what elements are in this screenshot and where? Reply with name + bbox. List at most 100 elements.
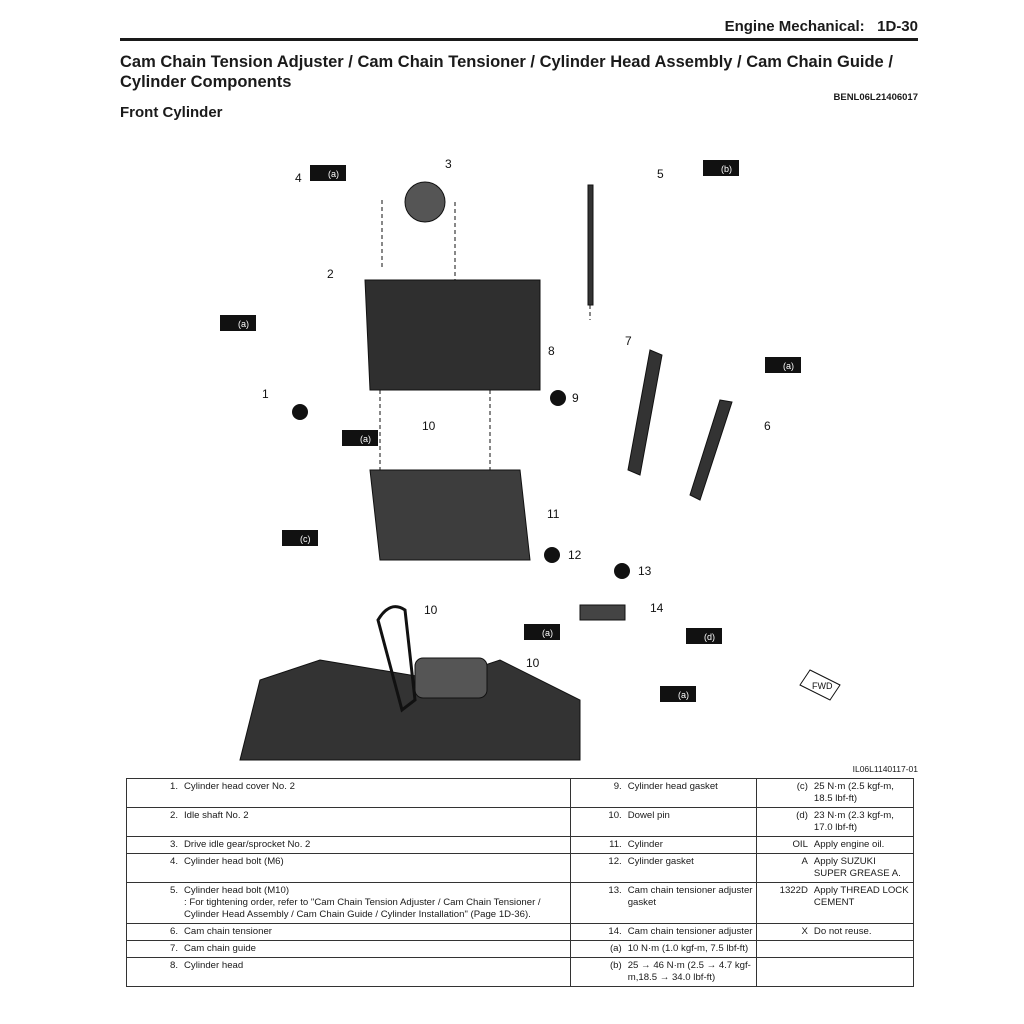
- legend-key: 6.: [126, 923, 181, 941]
- legend-key: A: [755, 853, 811, 883]
- fwd-label: FWD: [812, 681, 833, 691]
- page-number: 1D-30: [877, 18, 918, 35]
- legend-description: 10 N·m (1.0 kgf-m, 7.5 lbf-ft): [624, 940, 757, 958]
- legend-key: (c): [755, 778, 811, 808]
- legend-key: 8.: [126, 957, 181, 987]
- callout-5: 5: [657, 167, 664, 181]
- legend-key: 9.: [569, 778, 625, 808]
- legend-description: Drive idle gear/sprocket No. 2: [181, 836, 571, 854]
- callout-14: 14: [650, 601, 664, 615]
- torque-mark-6: (a): [783, 361, 794, 371]
- legend-key: [755, 957, 811, 987]
- header-rule: [120, 38, 918, 41]
- callout-8: 8: [548, 344, 555, 358]
- legend-description: 23 N·m (2.3 kgf-m, 17.0 lbf-ft): [810, 807, 914, 837]
- callout-13: 13: [638, 564, 652, 578]
- callout-6: 6: [764, 419, 771, 433]
- legend-key: 14.: [569, 923, 625, 941]
- cylinder-head-illustration: [364, 279, 541, 391]
- legend-key: 1322D: [755, 882, 811, 924]
- page-header: Engine Mechanical: 1D-30: [725, 18, 918, 35]
- legend-description: Cylinder gasket: [624, 853, 757, 883]
- callout-10-top: 10: [422, 419, 436, 433]
- callout-12: 12: [568, 548, 582, 562]
- legend-description: Dowel pin: [624, 807, 757, 837]
- legend-description: Cylinder head cover No. 2: [181, 778, 571, 808]
- crankcase-illustration: [239, 659, 581, 761]
- legend-row: 7.Cam chain guide(a)10 N·m (1.0 kgf-m, 7…: [126, 940, 914, 958]
- chain-tensioner-illustration: [689, 399, 733, 501]
- legend-key: 4.: [126, 853, 181, 883]
- legend-row: 4.Cylinder head bolt (M6)12.Cylinder gas…: [126, 853, 914, 883]
- piston-illustration: [414, 657, 488, 699]
- legend-key: 11.: [569, 836, 625, 854]
- legend-description: Cylinder head gasket: [624, 778, 757, 808]
- legend-description: Cam chain guide: [181, 940, 571, 958]
- callout-11: 11: [547, 507, 560, 521]
- chain-guide-illustration: [627, 349, 663, 476]
- exploded-view-diagram: 1 2 3 4 5 6 7 8 9 10 11 12 13 14 10 10 (…: [220, 157, 841, 761]
- doc-id: BENL06L21406017: [833, 92, 919, 103]
- callout-2: 2: [327, 267, 334, 281]
- torque-mark-a-bottom: (a): [678, 690, 689, 700]
- torque-mark-4: (a): [328, 169, 339, 179]
- callout-10-left: 10: [424, 603, 438, 617]
- legend-key: 1.: [126, 778, 181, 808]
- legend-key: (d): [755, 807, 811, 837]
- torque-mark-d: (d): [704, 632, 715, 642]
- legend-description: Cylinder: [624, 836, 757, 854]
- legend-description: [810, 957, 914, 987]
- callout-9: 9: [572, 391, 579, 405]
- legend-description: Cam chain tensioner adjuster gasket: [624, 882, 757, 924]
- legend-key: (a): [569, 940, 625, 958]
- callout-4: 4: [295, 171, 302, 185]
- figure-id: IL06L1140117-01: [852, 764, 918, 774]
- callout-3: 3: [445, 157, 452, 171]
- cylinder-illustration: [369, 469, 531, 561]
- callout-10-bottom: 10: [526, 656, 540, 670]
- do-not-reuse-icon: [614, 563, 630, 579]
- legend-description: Cam chain tensioner: [181, 923, 571, 941]
- legend-key: X: [755, 923, 811, 941]
- legend-description: [810, 940, 914, 958]
- legend-row: 5.Cylinder head bolt (M10) : For tighten…: [126, 882, 914, 924]
- callout-7: 7: [625, 334, 632, 348]
- legend-description: Apply engine oil.: [810, 836, 914, 854]
- tension-adjuster-illustration: [579, 604, 626, 621]
- head-bolt-illustration: [587, 184, 594, 306]
- section-subtitle: Front Cylinder: [120, 104, 223, 121]
- legend-key: 13.: [569, 882, 625, 924]
- legend-description: Cam chain tensioner adjuster: [624, 923, 757, 941]
- legend-key: 12.: [569, 853, 625, 883]
- do-not-reuse-icon: [544, 547, 560, 563]
- legend-key: (b): [569, 957, 625, 987]
- section-title: Engine Mechanical:: [724, 18, 865, 35]
- legend-description: 25 → 46 N·m (2.5 → 4.7 kgf-m,18.5 → 34.0…: [624, 957, 757, 987]
- do-not-reuse-icon: [292, 404, 308, 420]
- idle-gear-illustration: [404, 181, 446, 223]
- legend-key: 5.: [126, 882, 181, 924]
- legend-key: 10.: [569, 807, 625, 837]
- legend-description: Apply THREAD LOCK CEMENT: [810, 882, 914, 924]
- legend-key: [755, 940, 811, 958]
- legend-description: 25 N·m (2.5 kgf-m, 18.5 lbf-ft): [810, 778, 914, 808]
- legend-key: 7.: [126, 940, 181, 958]
- torque-mark-5: (b): [721, 164, 732, 174]
- legend-description: Apply SUZUKI SUPER GREASE A.: [810, 853, 914, 883]
- legend-description: Cylinder head bolt (M10) : For tightenin…: [181, 882, 571, 924]
- callout-1: 1: [262, 387, 269, 401]
- cam-chain-illustration: [376, 605, 417, 713]
- legend-key: 2.: [126, 807, 181, 837]
- legend-key: OIL: [755, 836, 811, 854]
- torque-mark-c: (c): [300, 534, 311, 544]
- torque-mark-a-mid: (a): [360, 434, 371, 444]
- do-not-reuse-icon: [550, 390, 566, 406]
- legend-description: Cylinder head bolt (M6): [181, 853, 571, 883]
- legend-key: 3.: [126, 836, 181, 854]
- legend-row: 8.Cylinder head(b)25 → 46 N·m (2.5 → 4.7…: [126, 957, 914, 987]
- legend-description: Idle shaft No. 2: [181, 807, 571, 837]
